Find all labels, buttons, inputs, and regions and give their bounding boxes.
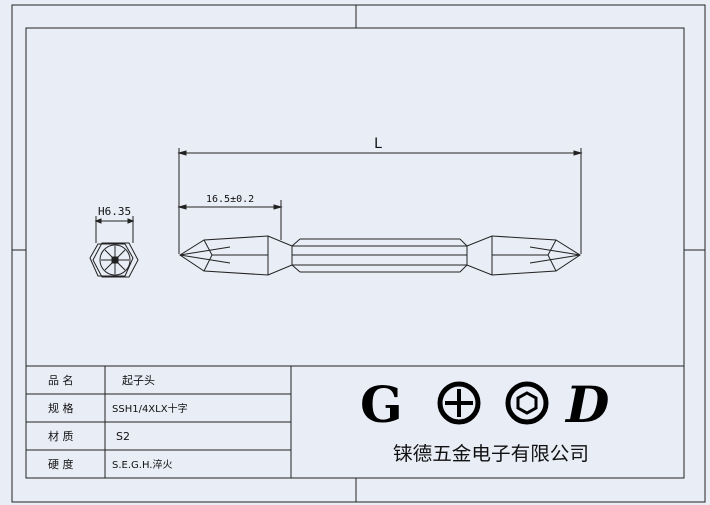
row-label-name: 品 名: [48, 373, 74, 387]
tip-length-dimension: [177, 200, 283, 240]
title-row-hardness: 硬 度 S.E.G.H.淬火: [48, 457, 172, 471]
hex-end-view: [89, 216, 139, 278]
row-value-hardness: S.E.G.H.淬火: [112, 458, 172, 471]
title-block: [26, 365, 684, 478]
bit-side-view: [179, 235, 581, 276]
title-row-material: 材 质 S2: [48, 429, 130, 443]
hex-size-label: H6.35: [98, 205, 131, 218]
row-label-material: 材 质: [48, 429, 74, 443]
logo-letter-d: D: [564, 375, 609, 434]
logo-letter-g: G: [360, 375, 403, 434]
length-dimension: [177, 148, 583, 254]
row-label-hardness: 硬 度: [48, 457, 74, 471]
row-label-spec: 规 格: [48, 401, 74, 415]
row-value-spec: SSH1/4XLX十字: [112, 402, 188, 415]
title-row-name: 品 名 起子头: [48, 373, 155, 387]
row-value-material: S2: [116, 430, 130, 443]
overall-length-label: L: [374, 136, 382, 152]
drawing-frame: [11, 4, 706, 503]
hex-socket-icon: [505, 381, 549, 425]
tip-length-label: 16.5±0.2: [206, 194, 254, 205]
phillips-cross-icon: [437, 381, 481, 425]
row-value-name: 起子头: [122, 374, 155, 387]
company-name: 铼德五金电子有限公司: [393, 443, 589, 465]
title-row-spec: 规 格 SSH1/4XLX十字: [48, 401, 188, 415]
company-logo: G D: [360, 375, 609, 434]
